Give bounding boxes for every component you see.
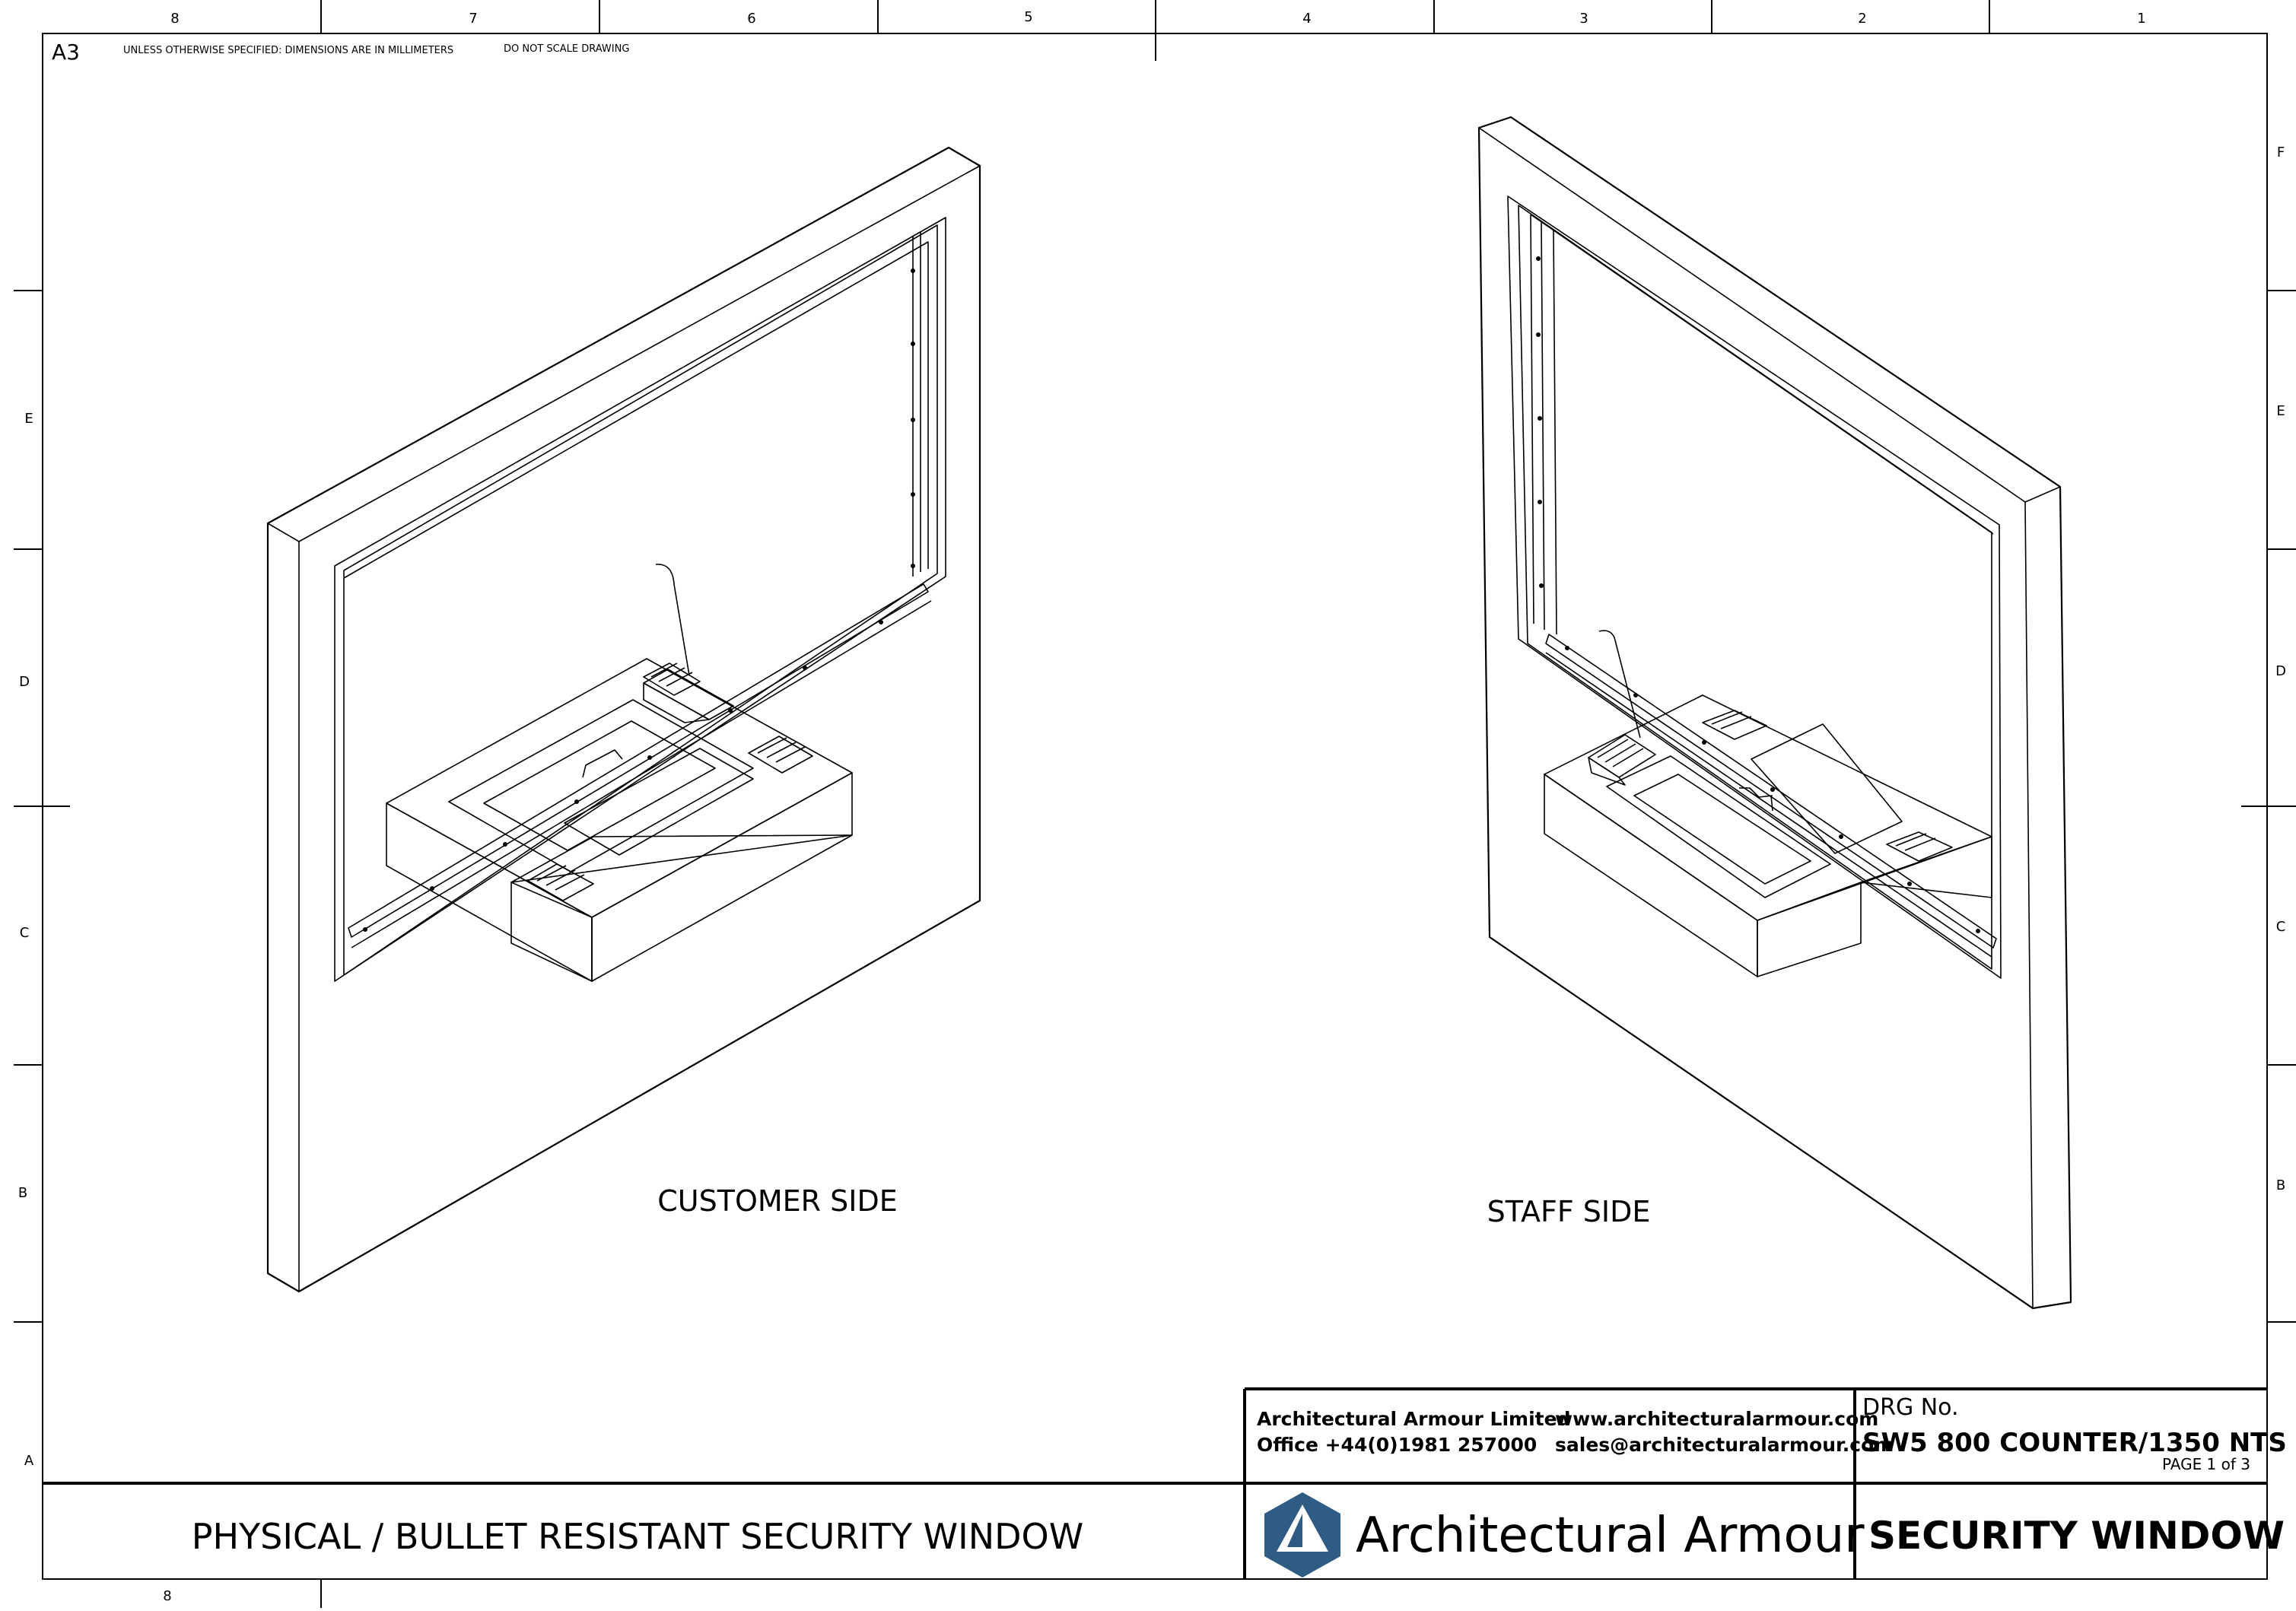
staff-wall-front-face <box>1477 116 2072 1310</box>
column-label: 4 <box>1302 11 1311 27</box>
staff-speaker-grille <box>1597 739 1644 767</box>
row-label: B <box>2276 1177 2285 1193</box>
column-label: 1 <box>2137 11 2145 27</box>
customer-wall-front-face <box>266 146 981 1293</box>
row-label: C <box>20 925 30 941</box>
row-label: D <box>2275 663 2286 679</box>
staff-transfer-rail <box>1545 634 1997 948</box>
company-name: Architectural Armour Limited <box>1257 1408 1570 1430</box>
column-label: 5 <box>1024 9 1032 25</box>
customer-speaker-grille <box>643 663 701 696</box>
customer-side-label: CUSTOMER SIDE <box>657 1184 897 1218</box>
zone-labels: 8 7 6 5 4 3 2 1 8 E D C B A F E D C B <box>18 9 2286 1604</box>
staff-side-view <box>1477 116 2072 1310</box>
sheet-frame <box>14 0 2296 1608</box>
customer-voice-grille <box>527 863 594 901</box>
row-label: D <box>19 674 30 690</box>
customer-transfer-rail <box>348 583 929 938</box>
customer-deal-tray <box>448 699 754 872</box>
column-label: 2 <box>1858 11 1866 27</box>
column-label: 8 <box>163 1588 171 1604</box>
staff-voice-grille <box>1886 831 1953 862</box>
scale-note: DO NOT SCALE DRAWING <box>504 43 629 55</box>
staff-window-opening <box>1507 195 2002 979</box>
staff-side-label: STAFF SIDE <box>1487 1195 1651 1228</box>
logo-text: Architectural Armour <box>1356 1508 1865 1564</box>
customer-window-opening <box>334 217 946 982</box>
row-label: F <box>2277 145 2285 160</box>
staff-deal-tray <box>1606 755 1831 898</box>
title-block: Architectural Armour Limited Office +44(… <box>43 1387 2287 1579</box>
row-label: C <box>2276 919 2286 935</box>
staff-voice-grille <box>1702 710 1767 740</box>
column-label: 8 <box>170 11 179 27</box>
row-label: E <box>24 411 33 427</box>
office-phone: Office +44(0)1981 257000 <box>1257 1434 1537 1456</box>
customer-voice-grille <box>748 736 813 774</box>
drawing-number-label: DRG No. <box>1862 1394 1959 1421</box>
company-email: sales@architecturalarmour.com <box>1555 1434 1894 1456</box>
product-name: SECURITY WINDOW <box>1868 1514 2285 1558</box>
column-label: 6 <box>747 11 755 27</box>
row-label: B <box>18 1185 27 1201</box>
page-number: PAGE 1 of 3 <box>2162 1455 2250 1473</box>
row-label: E <box>2276 403 2285 419</box>
dimension-note: UNLESS OTHERWISE SPECIFIED: DIMENSIONS A… <box>123 45 453 56</box>
customer-side-view <box>266 146 981 1293</box>
sheet-size-label: A3 <box>52 40 80 65</box>
architectural-armour-logo-icon <box>1264 1492 1340 1578</box>
company-website: www.architecturalarmour.com <box>1555 1408 1878 1430</box>
column-label: 7 <box>469 11 477 27</box>
drawing-number: SW5 800 COUNTER/1350 NTS <box>1862 1428 2287 1458</box>
column-label: 3 <box>1579 11 1588 27</box>
row-label: A <box>24 1453 34 1469</box>
drawing-title: PHYSICAL / BULLET RESISTANT SECURITY WIN… <box>192 1516 1084 1557</box>
